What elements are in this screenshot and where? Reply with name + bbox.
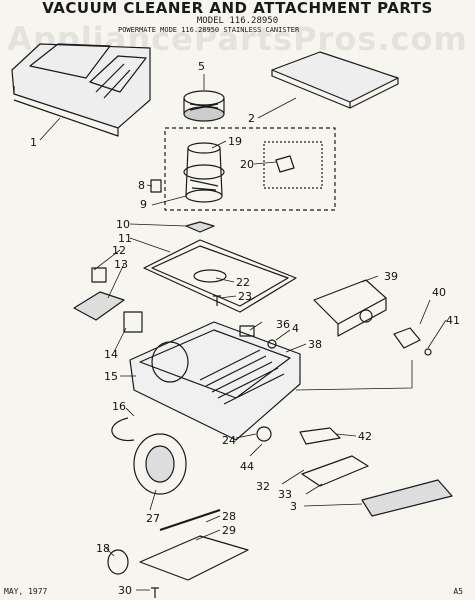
callout-1: 1 — [30, 136, 37, 149]
callout-2: 2 — [248, 112, 255, 125]
callout-28: 28 — [222, 510, 236, 523]
callout-32: 32 — [256, 480, 270, 493]
part-30-screw — [151, 587, 159, 598]
callout-14: 14 — [104, 348, 118, 361]
callout-27: 27 — [146, 512, 160, 525]
part-4-knob — [267, 339, 277, 349]
part-2-cover — [271, 51, 399, 109]
callout-22: 22 — [236, 276, 250, 289]
part-11-tray — [143, 239, 297, 313]
part-23-screw — [213, 295, 221, 306]
callout-41: 41 — [446, 314, 460, 327]
callout-13: 13 — [114, 258, 128, 271]
callout-19: 19 — [228, 135, 242, 148]
part-20-brush — [275, 155, 295, 173]
callout-5: 5 — [198, 60, 205, 73]
part-28-axle — [159, 509, 221, 531]
callout-18: 18 — [96, 542, 110, 555]
part-18-wheel — [107, 549, 129, 575]
part-16-cord — [111, 417, 135, 442]
part-13-plate — [73, 291, 125, 321]
part-42-connector — [299, 427, 341, 445]
callout-36: 36 — [276, 318, 290, 331]
callout-4: 4 — [292, 322, 299, 335]
part-41-valve — [393, 327, 421, 349]
callout-15: 15 — [104, 370, 118, 383]
model-number: MODEL 116.28950 — [196, 16, 279, 26]
callout-10: 10 — [116, 218, 130, 231]
callout-12: 12 — [112, 244, 126, 257]
part-10-gasket — [185, 221, 215, 233]
callout-44: 44 — [240, 460, 254, 473]
part-36-latch — [239, 325, 255, 337]
model-subtitle: POWERMATE MODE 116.28950 STAINLESS CANIS… — [118, 26, 300, 34]
part-29-plate — [139, 535, 249, 581]
callout-20: 20 — [240, 158, 254, 171]
part-39-filter-holder — [313, 279, 387, 337]
part-33-bumper — [301, 455, 369, 487]
part-5-filter — [183, 90, 225, 122]
part-27-wheel — [133, 433, 187, 495]
part-1-lid — [11, 43, 151, 137]
part-24-caster — [256, 426, 272, 442]
callout-11: 11 — [118, 232, 132, 245]
part-12-switch — [91, 267, 107, 283]
callout-3: 3 — [290, 500, 297, 513]
part-8-clip — [150, 179, 162, 193]
date-footer: MAY, 1977 — [4, 587, 48, 596]
callout-29: 29 — [222, 524, 236, 537]
part-3-handle — [361, 479, 453, 517]
page-title: VACUUM CLEANER AND ATTACHMENT PARTS — [42, 0, 433, 17]
callout-9: 9 — [140, 198, 147, 211]
callout-33: 33 — [278, 488, 292, 501]
callout-40: 40 — [432, 286, 446, 299]
callout-30: 30 — [118, 584, 132, 597]
callout-38: 38 — [308, 338, 322, 351]
part-14-bracket — [123, 311, 143, 333]
callout-8: 8 — [138, 179, 145, 192]
callout-23: 23 — [238, 290, 252, 303]
callout-39: 39 — [384, 270, 398, 283]
callout-24: 24 — [222, 434, 236, 447]
callout-16: 16 — [112, 400, 126, 413]
part-19-motor — [183, 142, 225, 203]
callout-42: 42 — [358, 430, 372, 443]
page-code: A5 — [453, 587, 463, 596]
part-15-housing — [129, 321, 301, 441]
